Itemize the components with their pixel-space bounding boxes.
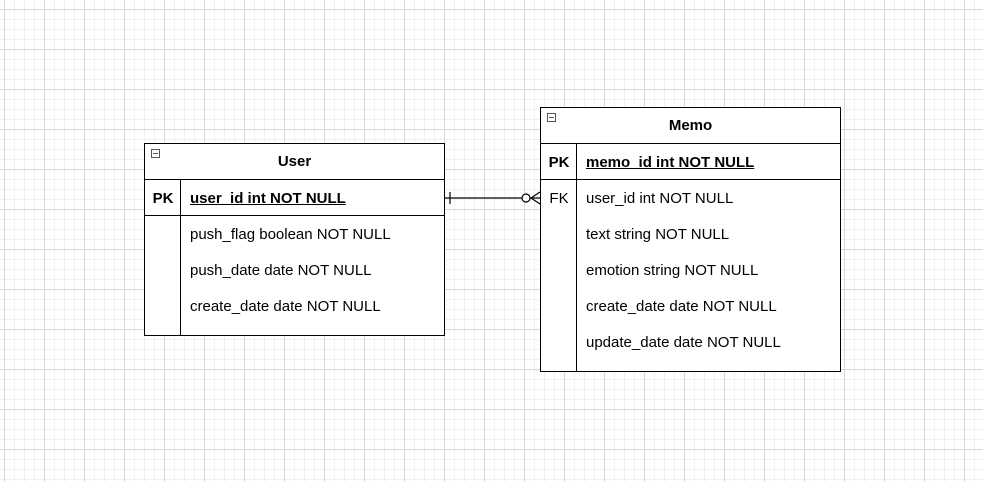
pk-label: PK [152, 189, 174, 207]
pk-label: PK [548, 153, 570, 171]
zero-cardinality-circle [521, 193, 531, 203]
entity-user[interactable]: User PK user_id int NOT NULL push_flag b… [144, 143, 445, 336]
primary-key-divider [145, 215, 444, 216]
field-row[interactable]: text string NOT NULL [586, 225, 730, 243]
collapse-icon[interactable] [151, 149, 160, 158]
entity-header: User [145, 144, 444, 180]
field-row[interactable]: push_flag boolean NOT NULL [190, 225, 391, 243]
field-row[interactable]: emotion string NOT NULL [586, 261, 759, 279]
primary-key-field[interactable]: memo_id int NOT NULL [586, 153, 755, 171]
field-row[interactable]: update_date date NOT NULL [586, 333, 781, 351]
field-row[interactable]: push_date date NOT NULL [190, 261, 372, 279]
foreign-key-field[interactable]: user_id int NOT NULL [586, 189, 734, 207]
collapse-icon[interactable] [547, 113, 556, 122]
relationship-connector[interactable] [445, 191, 541, 205]
key-column [145, 180, 181, 335]
fk-label: FK [549, 189, 569, 207]
many-crowfoot-lower [530, 197, 541, 205]
entity-title: Memo [668, 117, 713, 134]
primary-key-divider [541, 179, 840, 180]
field-row[interactable]: create_date date NOT NULL [190, 297, 381, 315]
entity-title: User [277, 153, 312, 170]
entity-memo[interactable]: Memo PK memo_id int NOT NULL FK user_id … [540, 107, 841, 372]
many-crowfoot-upper [530, 191, 541, 199]
field-row[interactable]: create_date date NOT NULL [586, 297, 777, 315]
key-column [541, 144, 577, 371]
primary-key-field[interactable]: user_id int NOT NULL [190, 189, 346, 207]
entity-header: Memo [541, 108, 840, 144]
